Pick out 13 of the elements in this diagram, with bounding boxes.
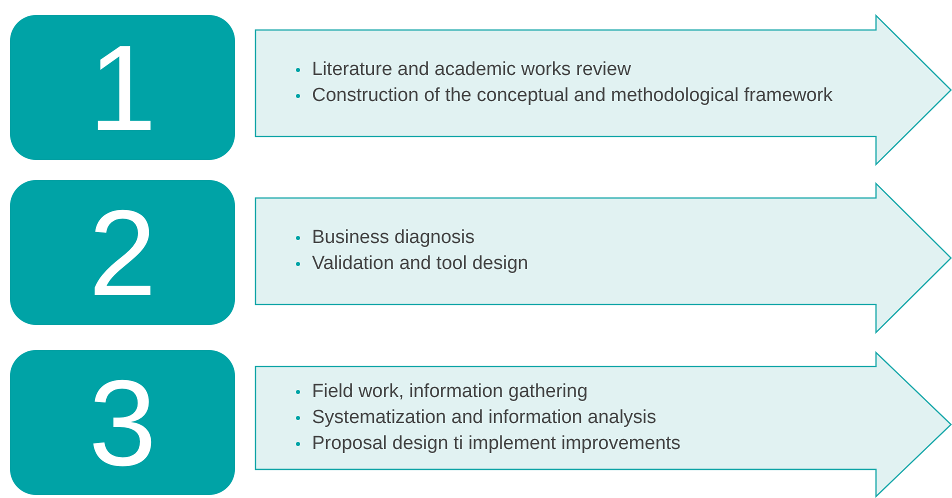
bullet-item: Field work, information gathering [295, 378, 931, 405]
step-number: 3 [88, 362, 156, 484]
bullet-item: Literature and academic works review [295, 57, 931, 84]
bullet-item: Proposal design ti implement improvements [295, 430, 931, 457]
bullet-item: Systematization and information analysis [295, 404, 931, 431]
step-number: 1 [88, 26, 156, 148]
step-number-box [10, 350, 235, 495]
bullet-item: Construction of the conceptual and methodological framework [295, 83, 931, 110]
step-number: 2 [88, 192, 156, 314]
bullet-item: Business diagnosis [295, 225, 931, 252]
step-number-box [10, 15, 235, 160]
bullet-item: Validation and tool design [295, 251, 931, 278]
step-number-box [10, 180, 235, 325]
